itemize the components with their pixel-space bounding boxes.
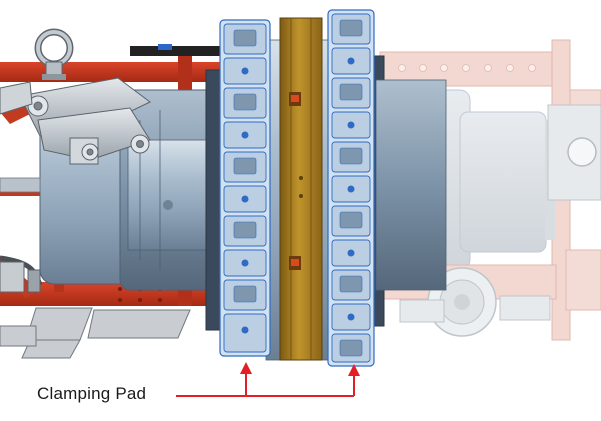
lower-linkage: [0, 307, 191, 359]
left-flange: [205, 69, 221, 331]
callout-leader-line: [176, 372, 355, 397]
hydraulic-hose: [0, 44, 220, 293]
clamping-pad-label: Clamping Pad: [37, 384, 147, 403]
callout-arrows: [176, 362, 360, 397]
callout-arrowhead-right: [348, 364, 360, 376]
clamping-pad-ring-left: [219, 19, 271, 357]
linkage-arm: [0, 77, 151, 165]
lifting-eye: [34, 28, 74, 80]
main-cylinder: [0, 89, 217, 291]
bronze-sealing-ring: [279, 17, 323, 361]
right-sleeve: [375, 79, 447, 291]
clamping-pad-ring-right: [327, 9, 375, 367]
ghost-frame-holes: [398, 64, 536, 72]
callout-arrowhead-left: [240, 362, 252, 374]
